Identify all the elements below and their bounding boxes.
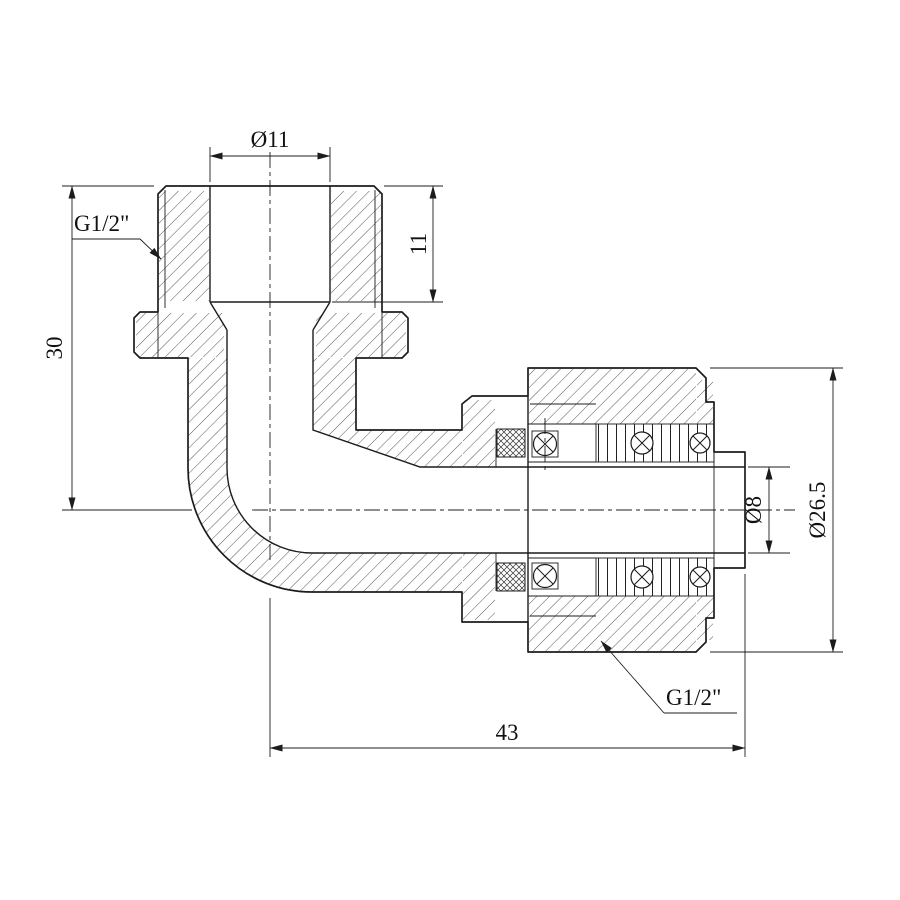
dimension-top-bore-diameter: Ø11 [209, 127, 331, 182]
section-hatching [136, 191, 713, 651]
seal-crosshatch-rings [496, 428, 526, 592]
dim-label-vertical-height: 30 [42, 337, 67, 360]
thread-label-bottom: G1/2" [666, 685, 721, 710]
grip-ring-serrations [595, 423, 715, 597]
dim-label-top-bore-depth: 11 [406, 233, 431, 255]
centerlines [252, 152, 795, 560]
label-top-thread: G1/2" [72, 211, 162, 260]
dim-label-nut-outer-diameter: Ø26.5 [805, 482, 830, 539]
dim-label-top-bore-diameter: Ø11 [251, 127, 290, 152]
dimension-vertical-height: 30 [42, 185, 192, 511]
elbow-body-outline [133, 185, 746, 653]
dimension-right-bore-diameter: Ø8 [741, 466, 790, 554]
dim-label-horizontal-length: 43 [496, 720, 519, 745]
thread-label-top: G1/2" [74, 211, 129, 236]
internal-bore-lines [157, 186, 745, 554]
compression-nut-internals [495, 396, 715, 622]
dimension-top-bore-depth: 11 [332, 185, 443, 303]
dimension-horizontal-length: 43 [269, 574, 746, 757]
dimension-nut-outer-diameter: Ø26.5 [710, 367, 843, 653]
label-right-thread: G1/2" [600, 640, 737, 714]
o-ring-seals [531, 430, 711, 590]
dim-label-right-bore-diameter: Ø8 [741, 496, 766, 524]
